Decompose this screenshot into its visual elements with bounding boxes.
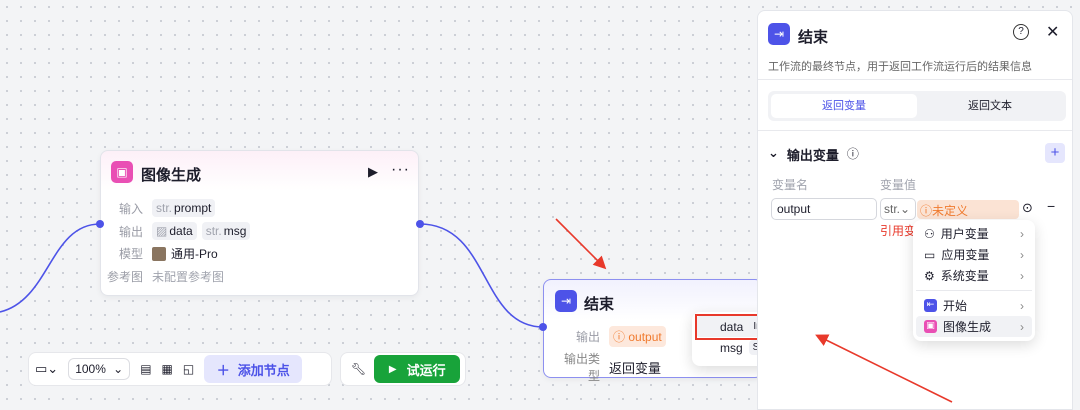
model-label: 模型 xyxy=(118,247,143,261)
output-type-value: 返回变量 xyxy=(609,360,662,376)
add-variable-button[interactable]: + xyxy=(1045,143,1065,163)
start-icon: ⇤ xyxy=(924,299,937,312)
plus-icon: ＋ xyxy=(216,362,230,378)
input-tag: str.prompt xyxy=(152,199,216,217)
model-value: 通用-Pro xyxy=(171,247,218,261)
menu-item-system-variables[interactable]: ⚙系统变量› xyxy=(924,268,1024,284)
gear-icon: ⚙ xyxy=(924,268,935,283)
annotation-arrow-1 xyxy=(555,218,607,270)
node-title: 图像生成 xyxy=(141,167,202,184)
end-node-settings-panel: ⇥ 结束 ? ✕ 工作流的最终节点，用于返回工作流运行后的结果信息 返回变量 返… xyxy=(757,10,1073,410)
comment-icon[interactable]: ▤ xyxy=(140,362,152,376)
info-icon: ⓘ xyxy=(846,147,859,161)
image-icon: ▨ xyxy=(156,224,168,238)
play-icon: ▶ xyxy=(388,363,397,375)
panel-description: 工作流的最终节点，用于返回工作流运行后的结果信息 xyxy=(768,61,1032,73)
variable-name-input[interactable]: output xyxy=(771,198,877,220)
output-label: 输出 xyxy=(118,224,143,239)
remove-variable-button[interactable]: − xyxy=(1047,198,1056,214)
image-icon: ▣ xyxy=(924,320,937,333)
output-warning-tag: ⓘ output xyxy=(609,326,666,347)
end-input-port[interactable] xyxy=(539,323,547,331)
exit-icon: ⇥ xyxy=(555,290,577,312)
tabs: 返回变量 返回文本 xyxy=(768,91,1066,121)
annotation-arrow-2 xyxy=(815,334,953,403)
more-icon[interactable]: ··· xyxy=(391,161,410,178)
chevron-down-icon: ⌄ xyxy=(768,145,779,160)
output-tag-data: ▨data xyxy=(152,222,197,240)
layout-icon[interactable]: ▦ xyxy=(161,362,173,376)
tab-return-variable[interactable]: 返回变量 xyxy=(771,94,917,118)
input-port[interactable] xyxy=(96,220,104,228)
reference-target-icon[interactable]: ⊙ xyxy=(1022,200,1033,215)
menu-item-image-generation[interactable]: ▣图像生成› xyxy=(916,316,1032,337)
menu-item-start[interactable]: ⇤开始› xyxy=(916,295,1032,316)
image-icon: ▣ xyxy=(111,161,133,183)
folder-icon: ▭ xyxy=(924,247,936,262)
col-value-label: 变量值 xyxy=(880,178,917,192)
menu-item-app-variables[interactable]: ▭应用变量› xyxy=(924,247,1024,263)
help-icon[interactable]: ? xyxy=(1013,24,1029,40)
canvas-toolbar: ▭⌄ 100%⌄ ▤ ▦ ◱ ＋添加节点 xyxy=(28,352,332,386)
ref-value: 未配置参考图 xyxy=(152,270,225,284)
panel-title: 结束 xyxy=(798,29,829,46)
variable-value-field[interactable]: ⓘ未定义 xyxy=(917,200,1019,219)
zoom-select[interactable]: 100%⌄ xyxy=(68,358,131,380)
output-port[interactable] xyxy=(416,220,424,228)
output-tag-msg: str.msg xyxy=(201,222,251,240)
add-node-button[interactable]: ＋添加节点 xyxy=(204,355,303,383)
input-label: 输入 xyxy=(118,201,143,216)
edge-image-to-end xyxy=(419,223,544,328)
ref-label: 参考图 xyxy=(106,270,143,284)
close-icon[interactable]: ✕ xyxy=(1046,24,1060,41)
edge-in xyxy=(0,223,101,313)
test-run-button[interactable]: ▶试运行 xyxy=(374,355,461,383)
variable-source-menu: ⚇用户变量› ▭应用变量› ⚙系统变量› ⇤开始› ▣图像生成› xyxy=(913,220,1035,341)
minimap-icon[interactable]: ▭⌄ xyxy=(35,361,59,376)
menu-item-user-variables[interactable]: ⚇用户变量› xyxy=(924,226,1024,242)
exit-icon: ⇥ xyxy=(768,23,790,45)
wrench-icon[interactable]: 🔧︎ xyxy=(351,362,367,376)
chevron-down-icon: ⌄ xyxy=(113,362,124,376)
tab-return-text[interactable]: 返回文本 xyxy=(968,100,1012,112)
select-icon[interactable]: ◱ xyxy=(182,362,195,376)
error-message: 引用变量 xyxy=(880,224,916,238)
model-avatar xyxy=(152,246,166,261)
output-type-label: 输出类型 xyxy=(563,352,600,383)
output-label: 输出 xyxy=(575,330,600,344)
run-toolbar: 🔧︎ ▶试运行 xyxy=(340,352,466,386)
variable-type-select[interactable]: str.⌄ xyxy=(880,198,916,220)
col-name-label: 变量名 xyxy=(772,178,809,192)
user-icon: ⚇ xyxy=(924,226,935,241)
run-node-icon[interactable]: ▶ xyxy=(368,164,378,179)
node-title: 结束 xyxy=(584,296,615,313)
